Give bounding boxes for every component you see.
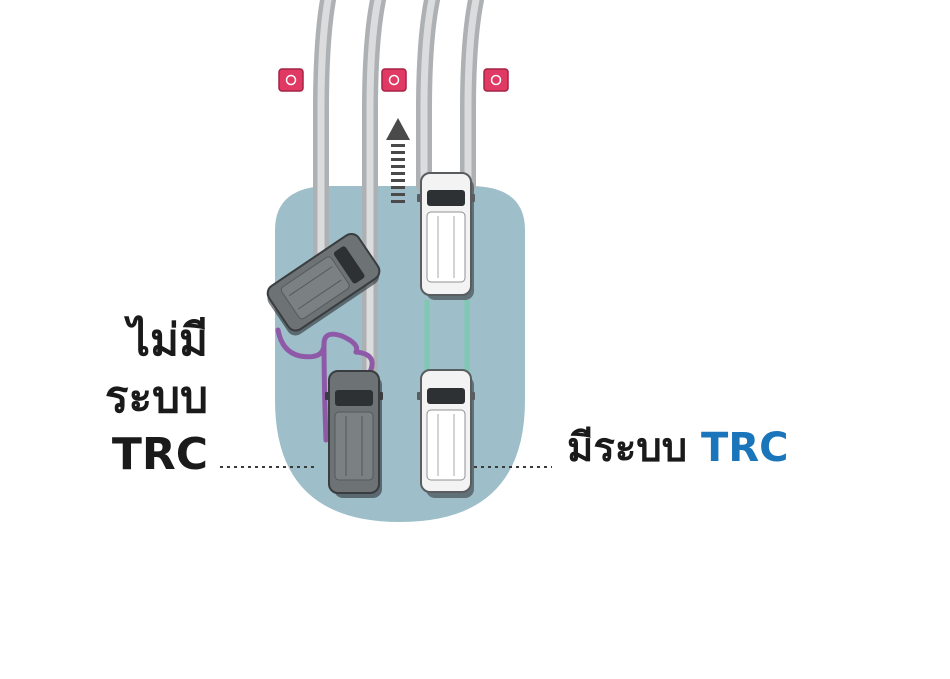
without-trc-line-1: ไม่มี xyxy=(127,315,208,366)
without-trc-label: ไม่มี ระบบ TRC xyxy=(105,312,208,483)
car-icon xyxy=(266,232,381,336)
with-trc-label: มีระบบ TRC xyxy=(567,428,789,468)
skid-marks xyxy=(275,327,375,443)
cone-marker-icon xyxy=(381,68,407,92)
car-icon xyxy=(417,369,475,498)
without-trc-line-2: ระบบ xyxy=(104,372,208,423)
up-arrow-icon xyxy=(386,118,410,203)
cone-marker-icon xyxy=(278,68,304,92)
car-icon xyxy=(325,370,383,498)
slippery-zone xyxy=(275,186,525,522)
with-trc-prefix: มีระบบ xyxy=(567,425,702,471)
left-tracks xyxy=(313,0,386,388)
car-icon xyxy=(417,172,475,300)
without-trc-line-3: TRC xyxy=(111,429,208,480)
right-tracks xyxy=(416,0,484,193)
with-trc-name: TRC xyxy=(701,425,789,471)
traction-tracks xyxy=(424,300,470,372)
cone-marker-icon xyxy=(483,68,509,92)
